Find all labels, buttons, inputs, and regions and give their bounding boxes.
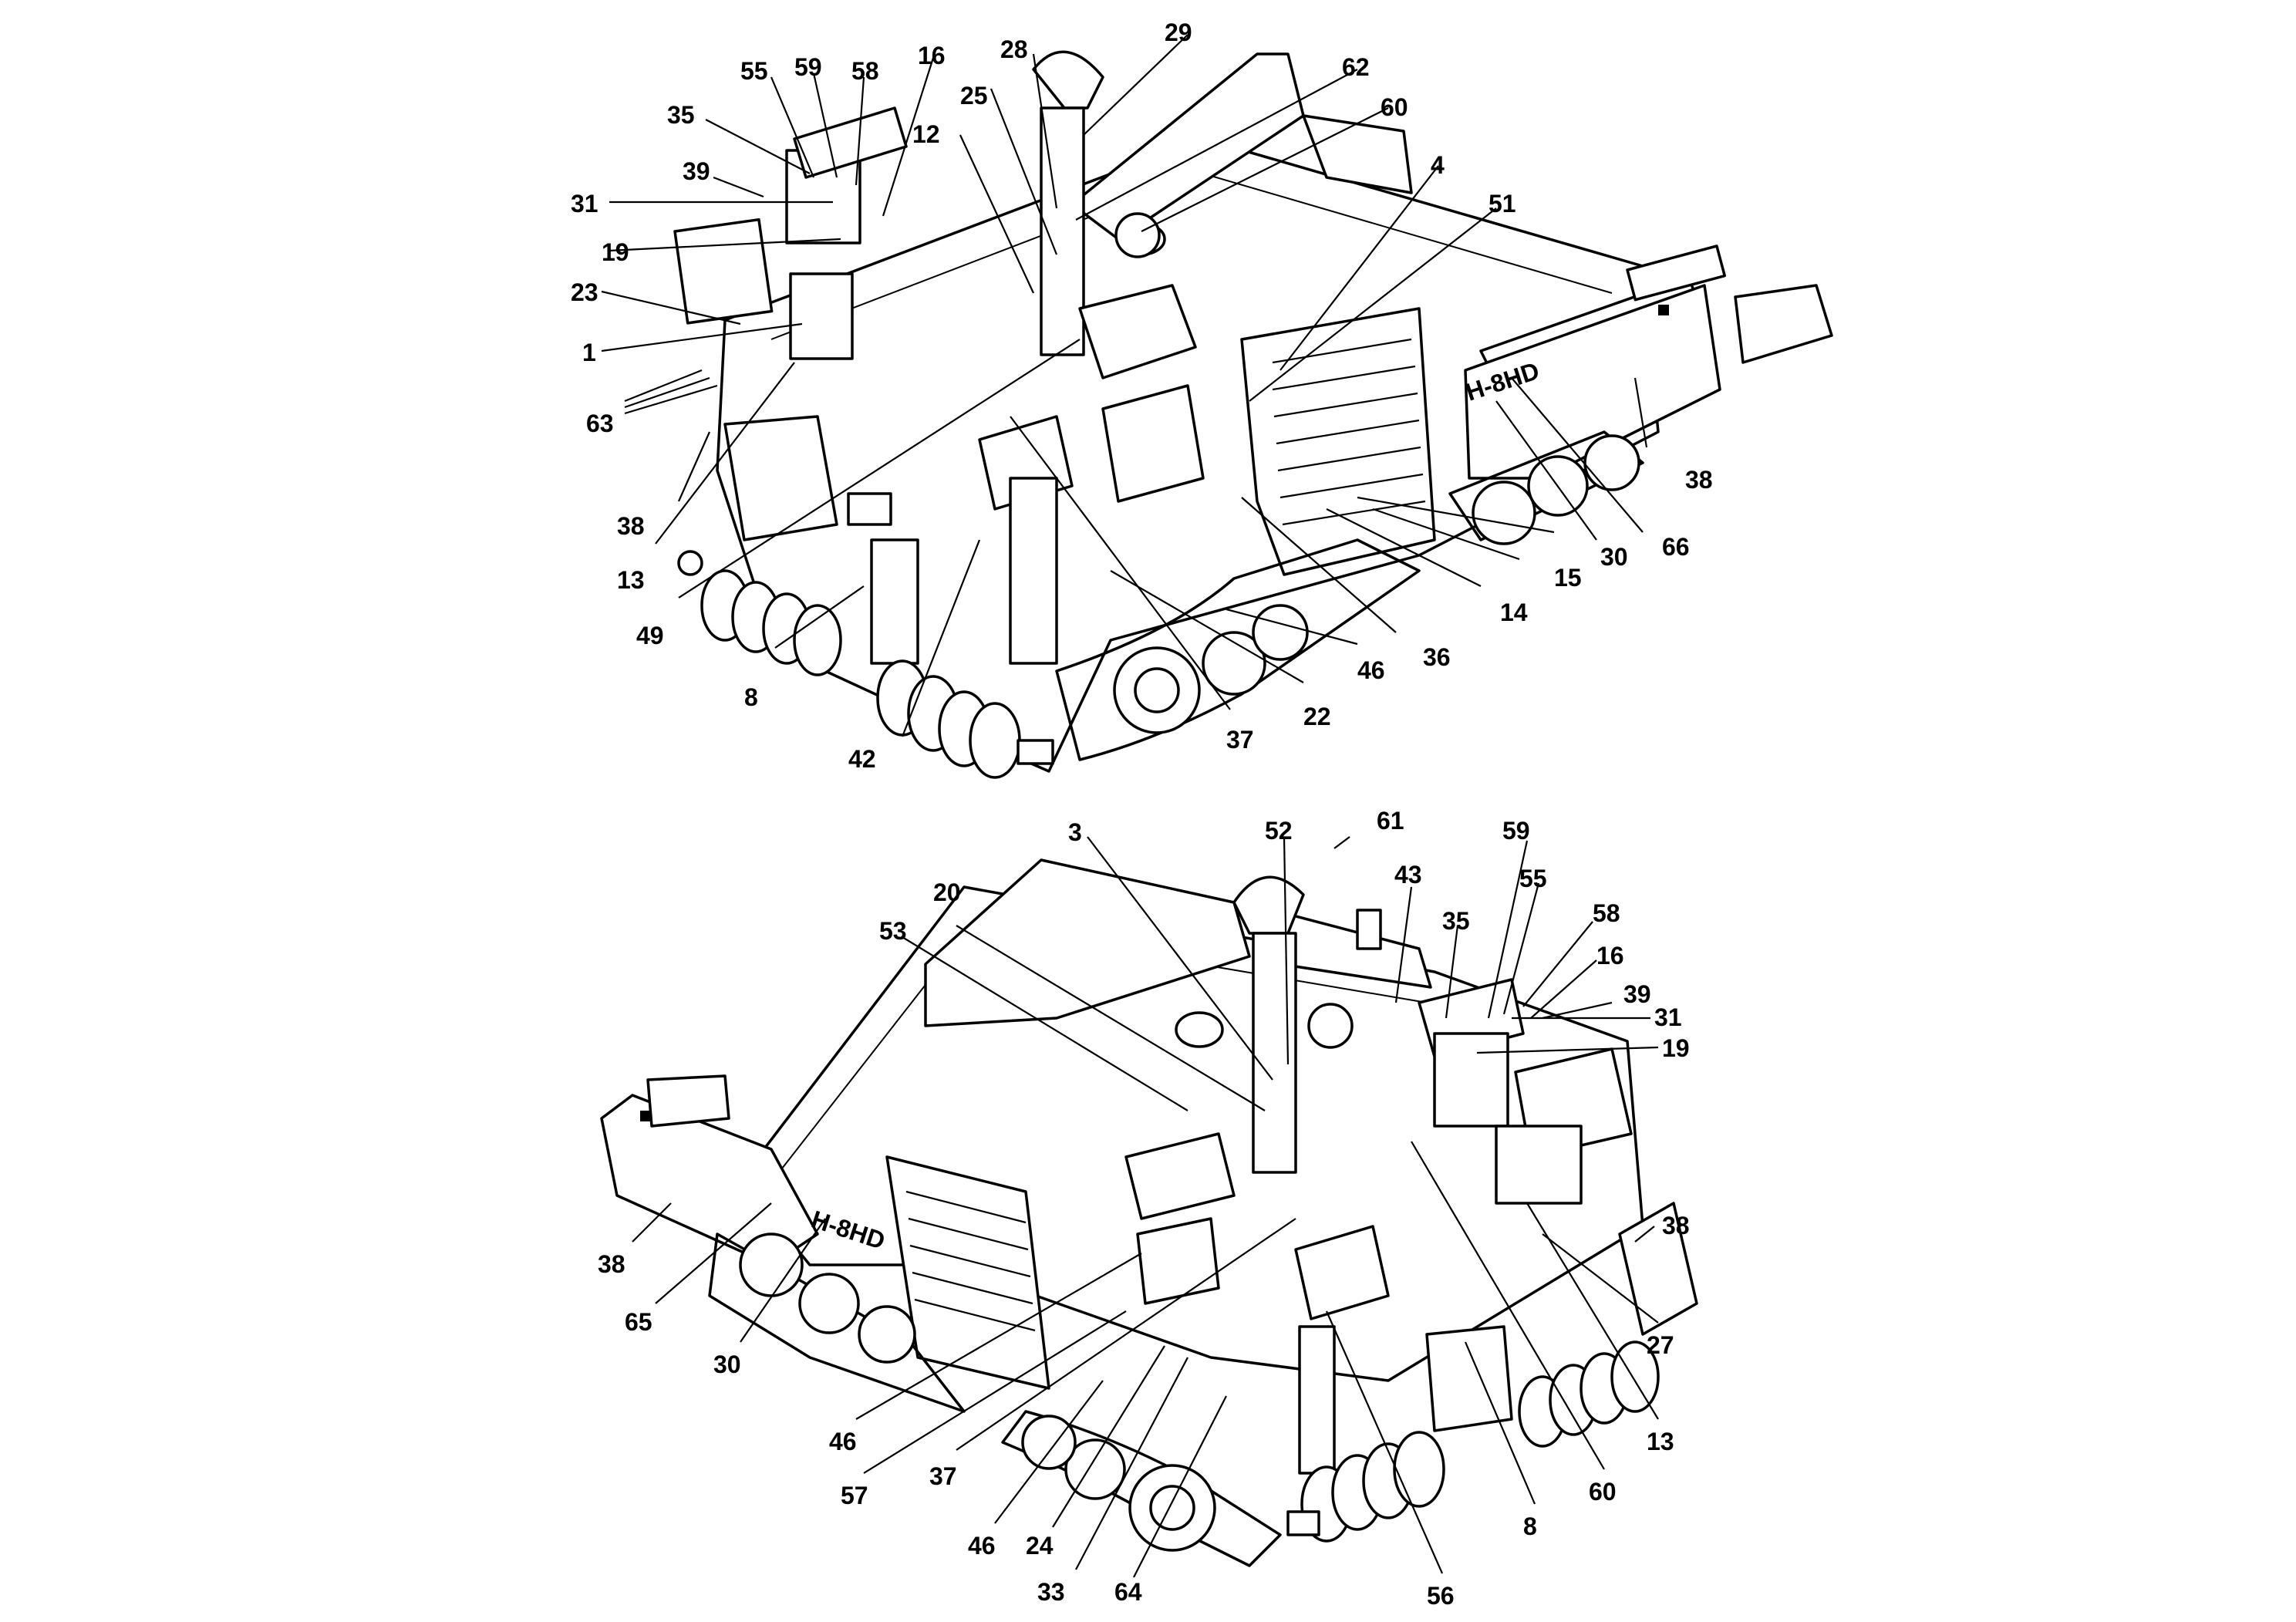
bottom-grille-slats bbox=[905, 1190, 1036, 1332]
callout-55: 55 bbox=[740, 57, 768, 85]
auger-right bbox=[1286, 1340, 1660, 1543]
callout-57: 57 bbox=[841, 1482, 868, 1509]
callout-8: 8 bbox=[1523, 1512, 1537, 1540]
callout-46-a: 46 bbox=[829, 1428, 857, 1455]
callout-38-left: 38 bbox=[617, 512, 645, 540]
callout-53: 53 bbox=[879, 917, 907, 945]
callout-3: 3 bbox=[1068, 818, 1082, 846]
callout-46-b: 46 bbox=[968, 1532, 996, 1560]
callout-13: 13 bbox=[617, 566, 645, 594]
callout-33: 33 bbox=[1037, 1578, 1065, 1606]
callout-56: 56 bbox=[1427, 1582, 1455, 1610]
callout-64: 64 bbox=[1114, 1578, 1142, 1606]
top-leader-lines bbox=[601, 34, 1648, 737]
callout-42: 42 bbox=[848, 745, 876, 773]
callout-23: 23 bbox=[571, 278, 598, 306]
bottom-leader-lines bbox=[632, 836, 1659, 1578]
callout-39: 39 bbox=[1623, 980, 1651, 1008]
callout-60: 60 bbox=[1381, 93, 1408, 121]
callout-16: 16 bbox=[918, 42, 946, 69]
callout-27: 27 bbox=[1647, 1331, 1674, 1359]
callout-8: 8 bbox=[744, 683, 758, 711]
top-callout-labels: 55 59 58 16 28 29 62 60 25 35 12 39 31 1… bbox=[571, 19, 1713, 773]
callout-28: 28 bbox=[1000, 35, 1028, 63]
callout-15: 15 bbox=[1554, 564, 1582, 592]
callout-37: 37 bbox=[929, 1462, 957, 1490]
callout-19: 19 bbox=[602, 238, 629, 266]
callout-29: 29 bbox=[1165, 19, 1192, 46]
callout-35: 35 bbox=[1442, 907, 1470, 935]
callout-16: 16 bbox=[1596, 942, 1624, 969]
callout-61: 61 bbox=[1377, 807, 1404, 835]
callout-30: 30 bbox=[1600, 543, 1628, 571]
callout-35: 35 bbox=[667, 101, 695, 129]
callout-36: 36 bbox=[1423, 643, 1451, 671]
callout-19: 19 bbox=[1662, 1034, 1690, 1062]
callout-49: 49 bbox=[636, 622, 664, 649]
callout-46: 46 bbox=[1357, 656, 1385, 684]
callout-13: 13 bbox=[1647, 1428, 1674, 1455]
callout-51: 51 bbox=[1489, 190, 1516, 218]
callout-65: 65 bbox=[625, 1308, 652, 1336]
callout-38-right: 38 bbox=[1685, 466, 1713, 494]
callout-60: 60 bbox=[1589, 1478, 1617, 1506]
callout-43: 43 bbox=[1394, 861, 1422, 889]
auger-left bbox=[677, 550, 1054, 779]
callout-20: 20 bbox=[933, 878, 961, 906]
callout-1: 1 bbox=[582, 339, 596, 366]
callout-31: 31 bbox=[1654, 1003, 1682, 1031]
callout-30: 30 bbox=[713, 1351, 741, 1378]
grille-slats bbox=[1272, 338, 1426, 526]
bottom-callout-labels: 3 52 61 59 20 43 55 58 53 35 16 39 31 19… bbox=[598, 807, 1690, 1610]
callout-63: 63 bbox=[586, 410, 614, 437]
callout-62: 62 bbox=[1342, 53, 1370, 81]
callout-52: 52 bbox=[1265, 817, 1293, 845]
callout-59: 59 bbox=[794, 53, 822, 81]
callout-39: 39 bbox=[683, 157, 710, 185]
top-machine-drawing: H-8HD bbox=[673, 50, 1833, 779]
callout-4: 4 bbox=[1431, 151, 1445, 179]
callout-38-right: 38 bbox=[1662, 1212, 1690, 1239]
callout-37: 37 bbox=[1226, 726, 1254, 754]
callout-24: 24 bbox=[1026, 1532, 1054, 1560]
callout-55: 55 bbox=[1519, 865, 1547, 892]
callout-58: 58 bbox=[851, 57, 879, 85]
callout-22: 22 bbox=[1303, 703, 1331, 730]
callout-58: 58 bbox=[1593, 899, 1620, 927]
callout-12: 12 bbox=[912, 120, 940, 148]
callout-66: 66 bbox=[1662, 533, 1690, 561]
callout-31: 31 bbox=[571, 190, 598, 218]
bottom-machine-drawing: H-8HD bbox=[600, 858, 1698, 1567]
callout-14: 14 bbox=[1500, 599, 1528, 626]
callout-38-left: 38 bbox=[598, 1250, 625, 1278]
callout-25: 25 bbox=[960, 82, 988, 110]
callout-59: 59 bbox=[1502, 817, 1530, 845]
